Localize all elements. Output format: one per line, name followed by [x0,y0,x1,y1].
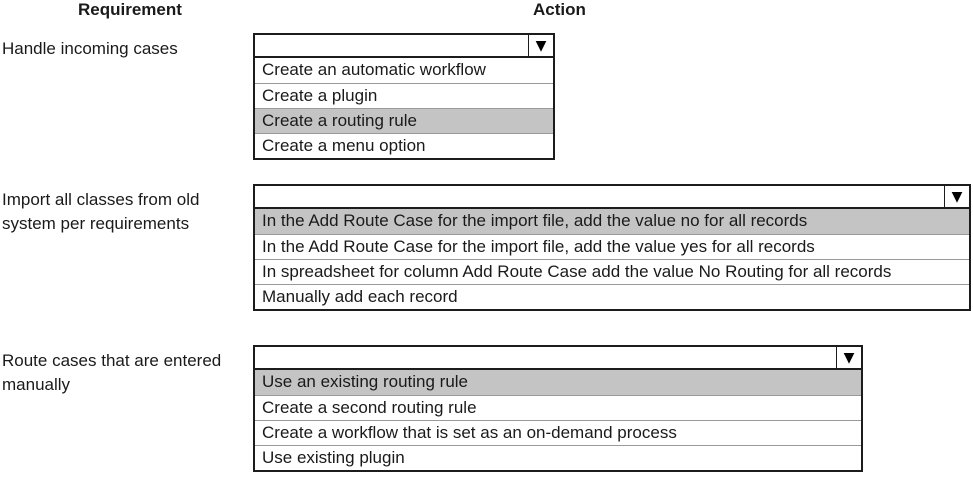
dropdown-option[interactable]: Create a routing rule [255,108,553,133]
dropdown-arrow-button[interactable]: ▼ [836,347,861,368]
dropdown-option[interactable]: Create a menu option [255,133,553,158]
dropdown-option[interactable]: Create an automatic workflow [255,58,553,83]
dropdown-selected[interactable]: ▼ [253,345,863,370]
chevron-down-icon: ▼ [843,349,855,366]
dropdown-option[interactable]: In the Add Route Case for the import fil… [255,209,969,234]
dropdown-option[interactable]: Manually add each record [255,284,969,309]
dropdown-arrow-button[interactable]: ▼ [528,35,553,56]
chevron-down-icon: ▼ [951,188,963,205]
column-header-action: Action [533,0,586,19]
action-dropdown: ▼ In the Add Route Case for the import f… [253,184,971,311]
requirement-label: Route cases that are entered manually [2,351,222,394]
dropdown-options: In the Add Route Case for the import fil… [253,209,971,311]
requirement-label: Import all classes from old system per r… [2,190,200,233]
dropdown-option[interactable]: Create a plugin [255,83,553,108]
dropdown-option[interactable]: Use an existing routing rule [255,370,861,395]
dropdown-option[interactable]: In the Add Route Case for the import fil… [255,234,969,259]
dropdown-arrow-button[interactable]: ▼ [944,186,969,207]
column-header-requirement: Requirement [78,0,182,19]
dropdown-selected[interactable]: ▼ [253,184,971,209]
dropdown-option[interactable]: Create a second routing rule [255,395,861,420]
requirement-label: Handle incoming cases [2,39,178,58]
dropdown-selected[interactable]: ▼ [253,33,555,58]
chevron-down-icon: ▼ [535,37,547,54]
dropdown-option[interactable]: In spreadsheet for column Add Route Case… [255,259,969,284]
dropdown-option[interactable]: Create a workflow that is set as an on-d… [255,420,861,445]
dropdown-option[interactable]: Use existing plugin [255,445,861,470]
